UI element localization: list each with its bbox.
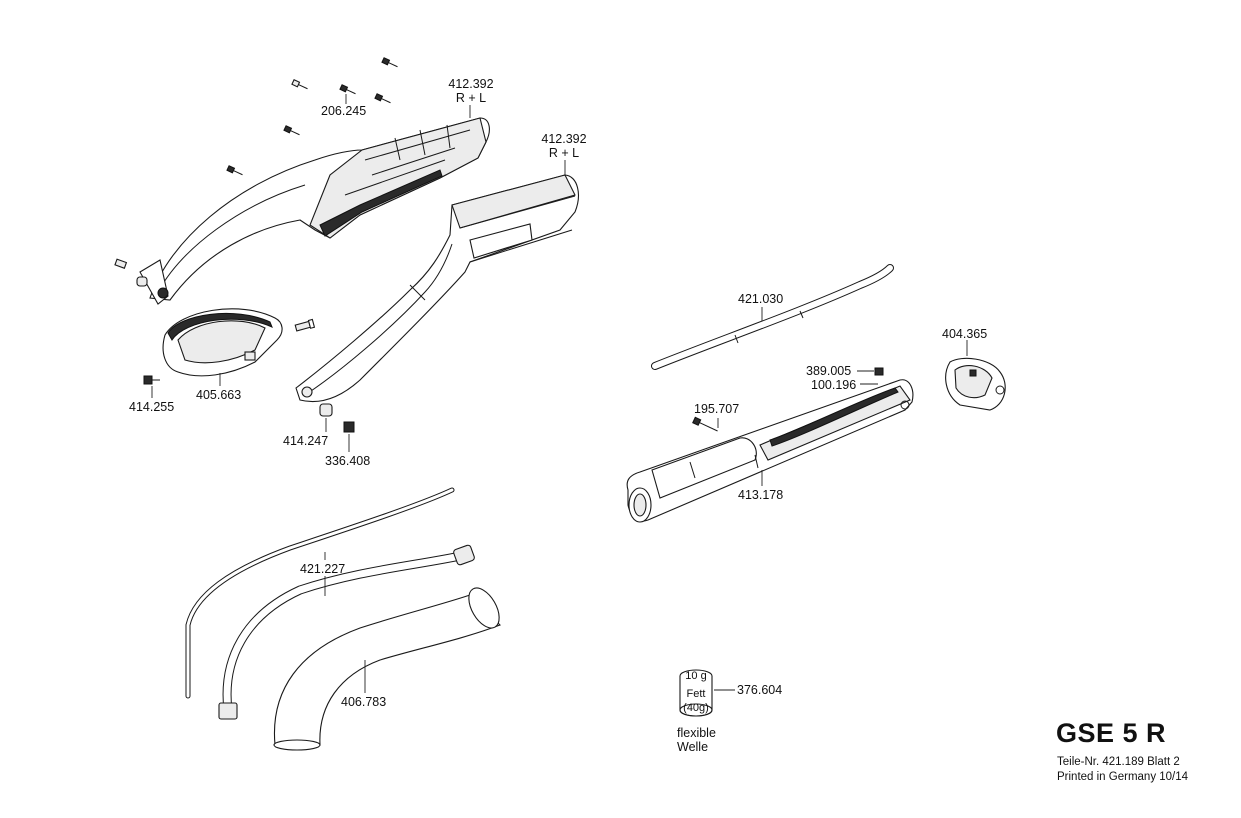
label-100-196: 100.196	[811, 378, 857, 392]
screw-336-408	[343, 421, 355, 433]
screw-389-005	[874, 367, 884, 376]
label-389-005: 389.005	[806, 364, 852, 378]
label-195-707: 195.707	[694, 402, 740, 416]
pin-near-strap	[294, 318, 316, 332]
pin-195-707	[692, 416, 718, 432]
label-376-604: 376.604	[737, 683, 783, 697]
hose-406-783	[273, 587, 501, 751]
grease-can-376-604	[679, 669, 713, 717]
label-404-365: 404.365	[942, 327, 988, 341]
screw-414-255	[143, 375, 160, 385]
screw-206-245-group	[226, 57, 398, 176]
hand-strap-405-663	[162, 308, 283, 377]
label-406-783: 406.783	[341, 695, 387, 709]
printed-line: Printed in Germany 10/14	[1057, 771, 1189, 783]
label-414-255: 414.255	[129, 400, 175, 414]
label-206-245: 206.245	[321, 104, 367, 118]
label-412-392-right: 412.392	[541, 132, 587, 146]
label-421-227: 421.227	[300, 562, 346, 576]
label-421-030: 421.030	[738, 292, 784, 306]
sleeve-414-247	[319, 403, 333, 417]
parts-number-line: Teile-Nr. 421.189 Blatt 2	[1057, 756, 1180, 768]
flexible-shaft-core-421-227	[185, 487, 455, 699]
label-414-247: 414.247	[283, 434, 329, 448]
handle-shell-upper	[139, 117, 490, 305]
handle-shell-lower	[295, 174, 579, 403]
flexible-shaft-cable	[218, 544, 475, 720]
grease-amount: 10 g	[685, 670, 707, 682]
clip-404-365	[945, 357, 1006, 411]
label-412-392-right-rl: R + L	[548, 146, 580, 160]
label-413-178: 413.178	[738, 488, 784, 502]
screw-small-left	[114, 258, 148, 287]
label-412-392-top: 412.392	[448, 77, 494, 91]
rod-421-030	[651, 264, 894, 370]
grease-label: Fett	[686, 688, 706, 700]
tube-413-178	[626, 379, 914, 523]
note-flexible: flexible	[677, 726, 716, 740]
note-welle: Welle	[677, 740, 709, 754]
label-412-392-top-rl: R + L	[455, 91, 487, 105]
model-title: GSE 5 R	[1056, 718, 1167, 748]
label-336-408: 336.408	[325, 454, 371, 468]
label-405-663: 405.663	[196, 388, 242, 402]
grease-weight: (40g)	[683, 702, 709, 714]
